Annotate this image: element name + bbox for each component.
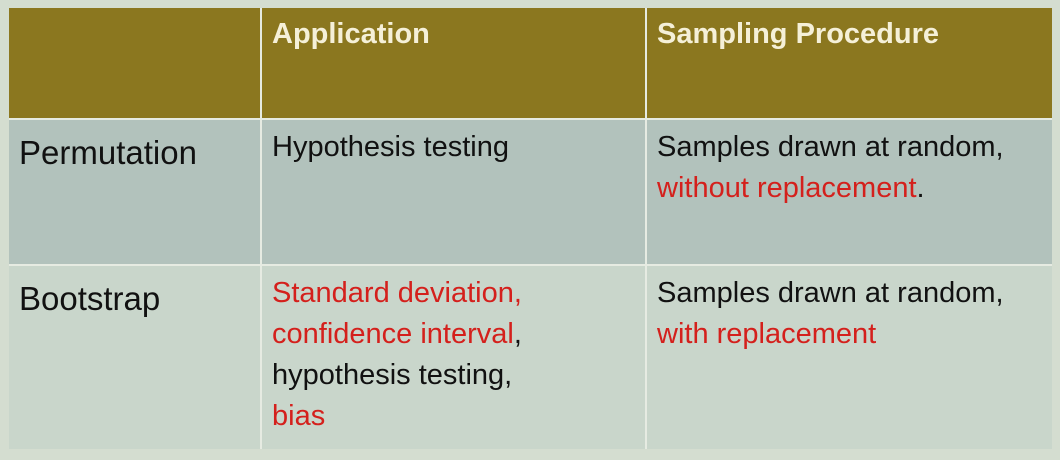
header-application-cell: Application — [262, 8, 647, 120]
header-sampling-procedure-cell: Sampling Procedure — [647, 8, 1052, 120]
method-label-bootstrap: Bootstrap — [19, 280, 161, 317]
application-text-comma: , — [513, 318, 522, 350]
row-bootstrap-sampling-cell: Samples drawn at random, with replacemen… — [647, 266, 1052, 449]
row-permutation-method-cell: Permutation — [9, 120, 262, 266]
sampling-text-line1: Samples drawn at random, — [657, 131, 1004, 163]
row-bootstrap-method-cell: Bootstrap — [9, 266, 262, 449]
sampling-text-line1: Samples drawn at random, — [657, 277, 1004, 309]
row-permutation-sampling-cell: Samples drawn at random, without replace… — [647, 120, 1052, 266]
application-text-bias: bias — [272, 400, 326, 432]
method-label-permutation: Permutation — [19, 134, 197, 171]
sampling-tail: . — [916, 172, 925, 204]
header-corner-cell — [9, 8, 262, 120]
row-permutation-application-cell: Hypothesis testing — [262, 120, 647, 266]
header-sampling-procedure-label: Sampling Procedure — [657, 18, 940, 50]
application-text: Hypothesis testing — [272, 131, 509, 163]
sampling-highlight: with replacement — [657, 318, 877, 350]
header-application-label: Application — [272, 18, 430, 50]
comparison-table: Application Sampling Procedure Permutati… — [9, 8, 1052, 449]
sampling-highlight: without replacement — [657, 172, 917, 204]
application-text-standard-deviation: Standard deviation, — [272, 277, 522, 309]
application-text-confidence-interval: confidence interval — [272, 318, 514, 350]
row-bootstrap-application-cell: Standard deviation, confidence interval,… — [262, 266, 647, 449]
application-text-hypothesis-testing: hypothesis testing, — [272, 359, 513, 391]
